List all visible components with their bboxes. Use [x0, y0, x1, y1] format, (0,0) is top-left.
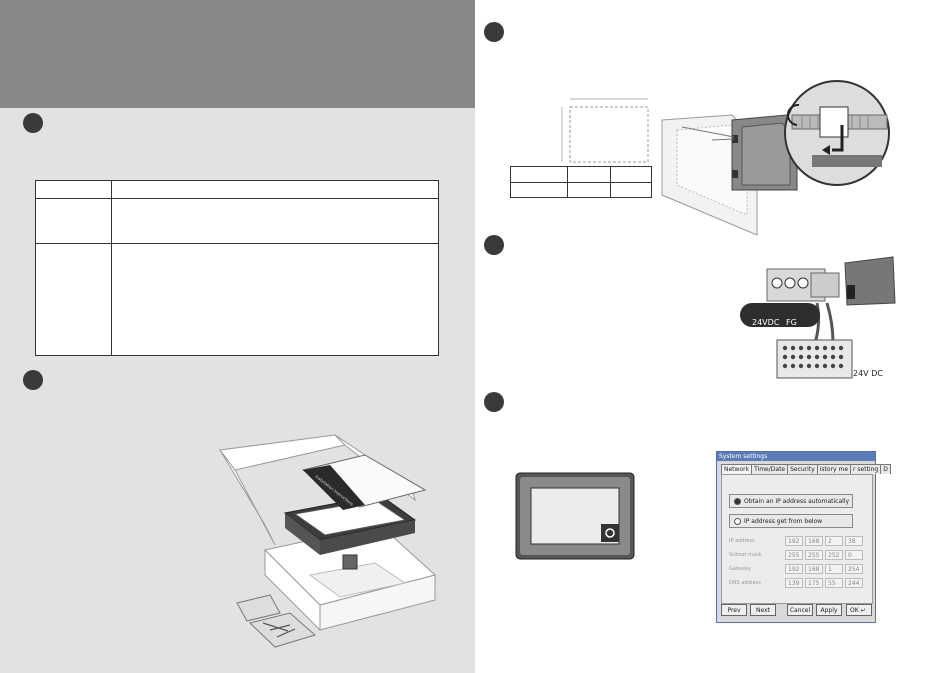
cancel-button[interactable]: Cancel — [787, 604, 813, 616]
dim-cell — [510, 166, 568, 183]
dns-octet-input[interactable]: 139 — [785, 578, 803, 588]
spec-cell — [111, 198, 439, 244]
field-subnet-mask: Subnet mask 255 255 252 0 — [729, 550, 869, 561]
power-wiring-illustration — [740, 256, 896, 379]
tab-more[interactable]: D — [880, 464, 891, 474]
gateway-octet-input[interactable]: 168 — [805, 564, 823, 574]
tab-security[interactable]: Security — [787, 464, 818, 474]
header-band — [0, 0, 475, 108]
ok-label: OK — [850, 607, 859, 614]
option-auto-label: Obtain an IP address automatically — [744, 498, 850, 505]
dim-cell — [610, 181, 652, 198]
subnet-octet-input[interactable]: 255 — [805, 550, 823, 560]
ip-octet-input[interactable]: 38 — [845, 536, 863, 546]
field-label: Subnet mask — [729, 552, 762, 558]
ok-button[interactable]: OK ↵ — [846, 604, 872, 616]
tab-history[interactable]: istory me — [816, 464, 852, 474]
label-fg: FG — [786, 318, 797, 327]
gateway-octet-input[interactable]: 254 — [845, 564, 863, 574]
spec-cell — [35, 198, 112, 244]
label-24vdc: 24VDC — [752, 318, 780, 327]
next-button[interactable]: Next — [750, 604, 776, 616]
hmi-front-illustration — [515, 472, 635, 560]
dns-octet-input[interactable]: 244 — [845, 578, 863, 588]
step-3-marker — [484, 22, 504, 42]
radio-obtain-automatically[interactable]: Obtain an IP address automatically — [729, 494, 853, 508]
enter-arrow-icon: ↵ — [860, 607, 866, 614]
field-label: DNS address — [729, 580, 761, 586]
panel-mounting-illustration — [661, 80, 890, 236]
step-2-marker — [23, 370, 43, 390]
apply-button[interactable]: Apply — [816, 604, 842, 616]
package-contents-illustration: Installation Instructions — [219, 434, 437, 648]
system-settings-window: System settings Network Time/Date Securi… — [716, 451, 891, 623]
settings-tabs: Network Time/Date Security istory me r s… — [721, 464, 891, 474]
radio-manual-ip[interactable]: IP address get from below — [729, 514, 853, 528]
spec-cell — [35, 243, 112, 356]
tab-time-date[interactable]: Time/Date — [751, 464, 789, 474]
prev-button[interactable]: Prev — [721, 604, 747, 616]
specification-table — [35, 180, 439, 356]
tab-network[interactable]: Network — [721, 464, 753, 474]
button-bar: Prev Next Cancel Apply OK ↵ — [717, 604, 875, 618]
cutout-dimension-table — [510, 166, 652, 198]
power-supply-label: 24V DC — [853, 369, 883, 378]
gateway-octet-input[interactable]: 192 — [785, 564, 803, 574]
radio-unselected-icon — [734, 518, 741, 525]
subnet-octet-input[interactable]: 0 — [845, 550, 863, 560]
spec-cell — [111, 180, 439, 199]
radio-selected-icon — [734, 498, 741, 505]
dns-octet-input[interactable]: 175 — [805, 578, 823, 588]
field-gateway: Gateway 192 168 1 254 — [729, 564, 869, 575]
dim-cell — [510, 181, 568, 198]
ip-octet-input[interactable]: 2 — [825, 536, 843, 546]
field-dns-address: DNS address 139 175 55 244 — [729, 578, 869, 589]
panel-cutout-drawing — [561, 98, 649, 163]
settings-gear-icon — [605, 528, 615, 538]
subnet-octet-input[interactable]: 252 — [825, 550, 843, 560]
subnet-octet-input[interactable]: 255 — [785, 550, 803, 560]
tab-user-setting[interactable]: r setting — [850, 464, 882, 474]
gateway-octet-input[interactable]: 1 — [825, 564, 843, 574]
step-4-marker — [484, 235, 504, 255]
step-5-marker — [484, 392, 504, 412]
field-label: IP address — [729, 538, 755, 544]
dns-octet-input[interactable]: 55 — [825, 578, 843, 588]
dim-cell — [567, 166, 611, 183]
spec-cell — [35, 180, 112, 199]
spec-cell — [111, 243, 439, 356]
field-label: Gateway — [729, 566, 752, 572]
step-1-marker — [23, 113, 43, 133]
field-ip-address: IP address 192 168 2 38 — [729, 536, 869, 547]
window-title: System settings — [717, 452, 875, 461]
dim-cell — [567, 181, 611, 198]
ip-octet-input[interactable]: 168 — [805, 536, 823, 546]
dim-cell — [610, 166, 652, 183]
option-manual-label: IP address get from below — [744, 518, 823, 525]
ip-octet-input[interactable]: 192 — [785, 536, 803, 546]
